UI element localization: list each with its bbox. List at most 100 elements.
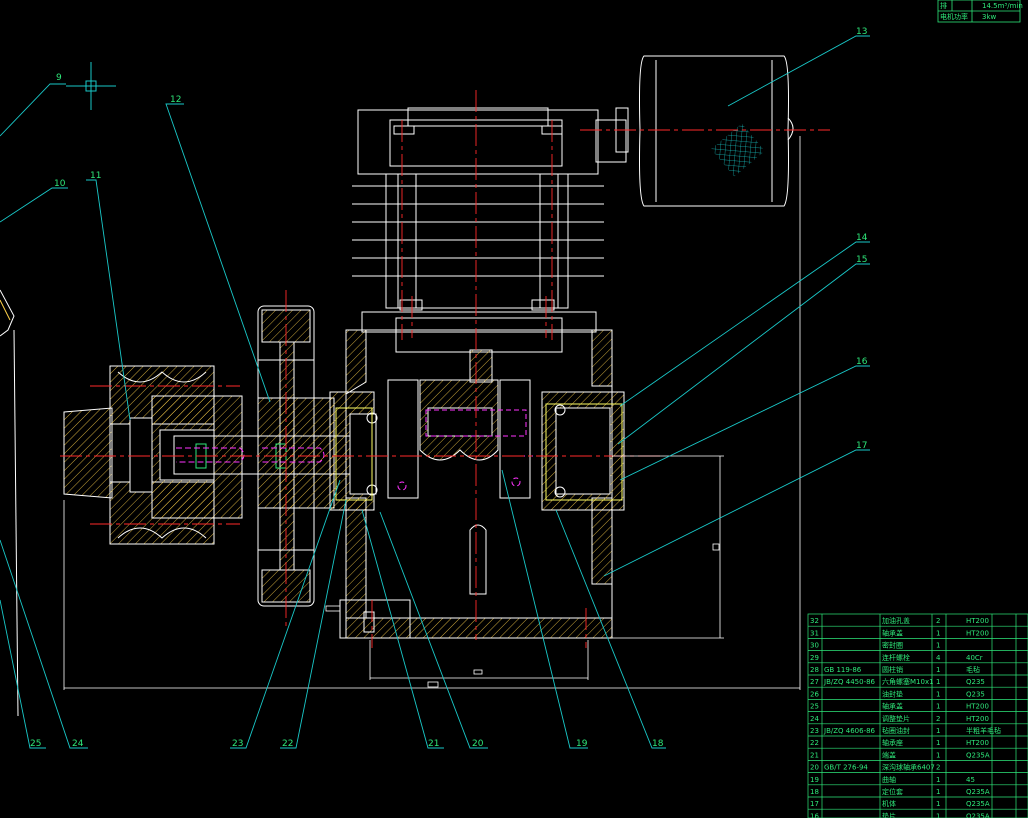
leader-lines — [0, 35, 870, 749]
bom-cell-no: 28 — [810, 666, 819, 674]
spec-key-0: 排 — [940, 1, 947, 10]
label-18: 18 — [652, 739, 664, 749]
label-22: 22 — [282, 739, 293, 749]
bom-cell-std: GB 119-86 — [824, 666, 862, 674]
bom-table — [807, 613, 1028, 818]
bom-cell-mat: Q235A — [966, 788, 990, 796]
coupling — [63, 365, 243, 545]
bom-cell-name: 端盖 — [882, 750, 896, 759]
piston-rod — [469, 349, 493, 383]
bom-cell-qty: 1 — [936, 703, 940, 711]
bom-cell-qty: 1 — [936, 800, 940, 808]
label-10: 10 — [54, 179, 66, 189]
bom-cell-name: 连杆螺栓 — [882, 653, 910, 662]
bom-cell-qty: 2 — [936, 715, 940, 723]
bom-cell-name: 调整垫片 — [882, 714, 910, 723]
bom-cell-no: 24 — [810, 715, 819, 723]
bom-cell-name: 机体 — [882, 799, 896, 808]
spec-val-0: 14.5m³/min — [982, 2, 1023, 10]
bom-cell-mat: 毛毡 — [966, 665, 980, 674]
bom-cell-no: 26 — [810, 690, 819, 698]
left-base-foot — [339, 599, 411, 639]
bom-cell-no: 29 — [810, 654, 819, 662]
dimension-lines — [63, 136, 801, 690]
label-9: 9 — [56, 73, 62, 83]
bom-cell-std: JB/ZQ 4450-86 — [823, 678, 876, 686]
bom-cell-name: 加油孔盖 — [882, 616, 910, 625]
bom-cell-no: 30 — [810, 642, 819, 650]
left-edge-fragment — [0, 289, 19, 717]
bom-cell-no: 27 — [810, 678, 819, 686]
bom-cell-std: JB/ZQ 4606-86 — [823, 727, 876, 735]
cylinder — [352, 107, 629, 311]
spec-table — [937, 0, 1021, 23]
bom-cell-mat: HT200 — [966, 703, 989, 711]
bom-cell-name: 毡圈油封 — [882, 726, 910, 735]
bom-cell-mat: HT200 — [966, 715, 989, 723]
bom-cell-no: 20 — [810, 764, 819, 772]
bom-cell-qty: 1 — [936, 678, 940, 686]
label-14: 14 — [856, 233, 868, 243]
bom-cell-qty: 1 — [936, 690, 940, 698]
bom-cell-mat: HT200 — [966, 629, 989, 637]
spec-val-1: 3kw — [982, 13, 997, 21]
crosshair-marker — [66, 62, 116, 110]
bom-cell-qty: 1 — [936, 629, 940, 637]
bom-cell-no: 31 — [810, 629, 819, 637]
bom-cell-std: GB/T 276-94 — [824, 764, 868, 772]
label-24: 24 — [72, 739, 84, 749]
bearing-highlights — [335, 403, 623, 501]
bom-cell-mat: Q235A — [966, 800, 990, 808]
bom-cell-mat: HT200 — [966, 617, 989, 625]
bom-cell-qty: 1 — [936, 751, 940, 759]
bom-cell-name: 垫片 — [882, 811, 896, 818]
bom-cell-qty: 1 — [936, 788, 940, 796]
bom-cell-mat: HT200 — [966, 739, 989, 747]
bom-cell-name: 定位套 — [882, 787, 903, 796]
bom-cell-no: 25 — [810, 703, 819, 711]
bom-cell-qty: 1 — [936, 739, 940, 747]
bom-cell-name: 六角螺塞M10x1 — [882, 677, 934, 686]
bom-cell-name: 轴承盖 — [882, 628, 903, 637]
bom-cell-no: 23 — [810, 727, 819, 735]
spec-key-1: 电机功率 — [940, 12, 968, 21]
label-16: 16 — [856, 357, 868, 367]
bom-cell-qty: 1 — [936, 666, 940, 674]
bom-cell-no: 18 — [810, 788, 819, 796]
bom-cell-no: 32 — [810, 617, 819, 625]
label-11: 11 — [90, 171, 101, 181]
bom-cell-mat: 45 — [966, 776, 975, 784]
label-21: 21 — [428, 739, 439, 749]
bom-cell-name: 轴承座 — [882, 738, 903, 747]
bom-cell-qty: 2 — [936, 617, 940, 625]
bom-cell-qty: 1 — [936, 727, 940, 735]
bom-cell-name: 密封圈 — [882, 641, 903, 650]
centerlines — [60, 90, 830, 648]
bom-cell-qty: 1 — [936, 776, 940, 784]
label-25: 25 — [30, 739, 41, 749]
bom-cell-mat: 半粗羊毛毡 — [966, 726, 1001, 735]
bom-cell-no: 22 — [810, 739, 819, 747]
bom-cell-no: 21 — [810, 751, 819, 759]
bom-cell-no: 17 — [810, 800, 819, 808]
label-19: 19 — [576, 739, 588, 749]
label-13: 13 — [856, 27, 867, 37]
bom-cell-mat: Q235 — [966, 690, 985, 698]
label-15: 15 — [856, 255, 867, 265]
label-17: 17 — [856, 441, 867, 451]
bom-cell-name: 轴承盖 — [882, 702, 903, 711]
bom-cell-qty: 4 — [936, 654, 941, 662]
bom-cell-name: 油封垫 — [882, 689, 903, 698]
crankcase — [329, 311, 625, 639]
bom-cell-no: 16 — [810, 812, 819, 818]
bom-cell-qty: 2 — [936, 764, 940, 772]
label-12: 12 — [170, 95, 181, 105]
bom-cell-name: 圆柱销 — [882, 665, 903, 674]
label-20: 20 — [472, 739, 484, 749]
bom-cell-mat: Q235A — [966, 812, 990, 818]
bom-cell-mat: Q235 — [966, 678, 985, 686]
bom-cell-mat: 40Cr — [966, 654, 983, 662]
bom-cell-name: 曲轴 — [882, 775, 896, 784]
